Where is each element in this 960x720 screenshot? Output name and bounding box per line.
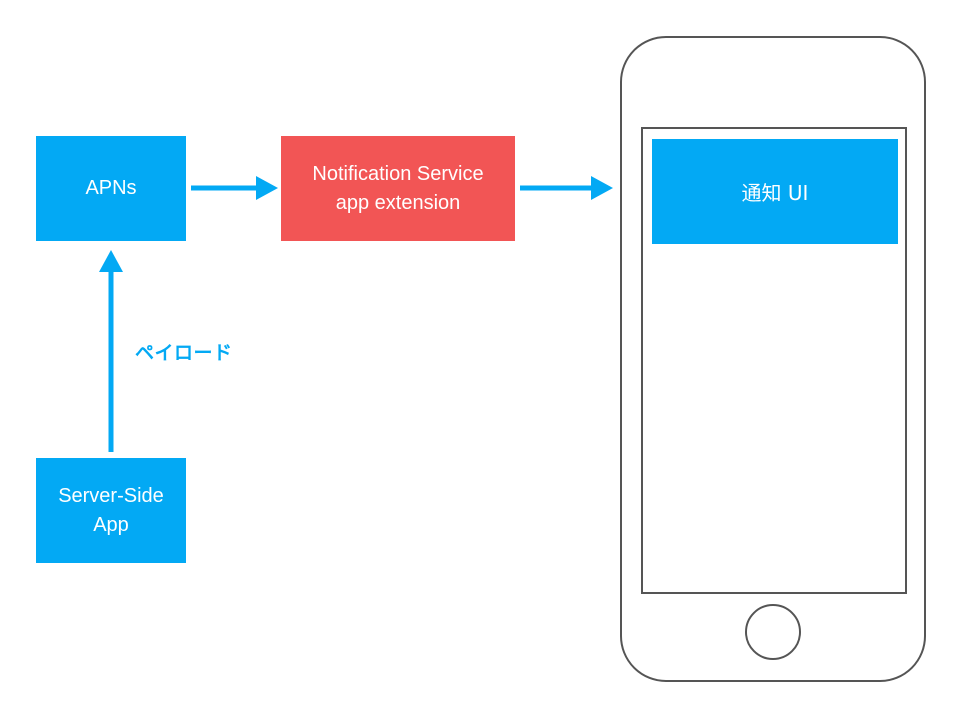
server-side-app-node: Server-Side App (36, 458, 186, 563)
arrow-apns-to-extension-head (256, 176, 278, 200)
arrow-server-to-apns-head (99, 250, 123, 272)
notification-service-extension-label: Notification Service app extension (312, 162, 484, 214)
device-screen: 通知 UI (641, 127, 907, 594)
arrow-extension-to-device-head (591, 176, 613, 200)
home-button-icon (745, 604, 801, 660)
payload-edge-label: ペイロード (135, 342, 233, 364)
notification-ui-label: 通知 UI (741, 181, 809, 205)
notification-ui-banner: 通知 UI (652, 139, 898, 244)
notification-service-extension-node: Notification Service app extension (281, 136, 515, 241)
apns-node: APNs (36, 136, 186, 241)
apns-label: APNs (85, 177, 137, 199)
iphone-device-outline: 通知 UI (620, 36, 926, 682)
server-side-app-label: Server-Side App (58, 484, 164, 536)
